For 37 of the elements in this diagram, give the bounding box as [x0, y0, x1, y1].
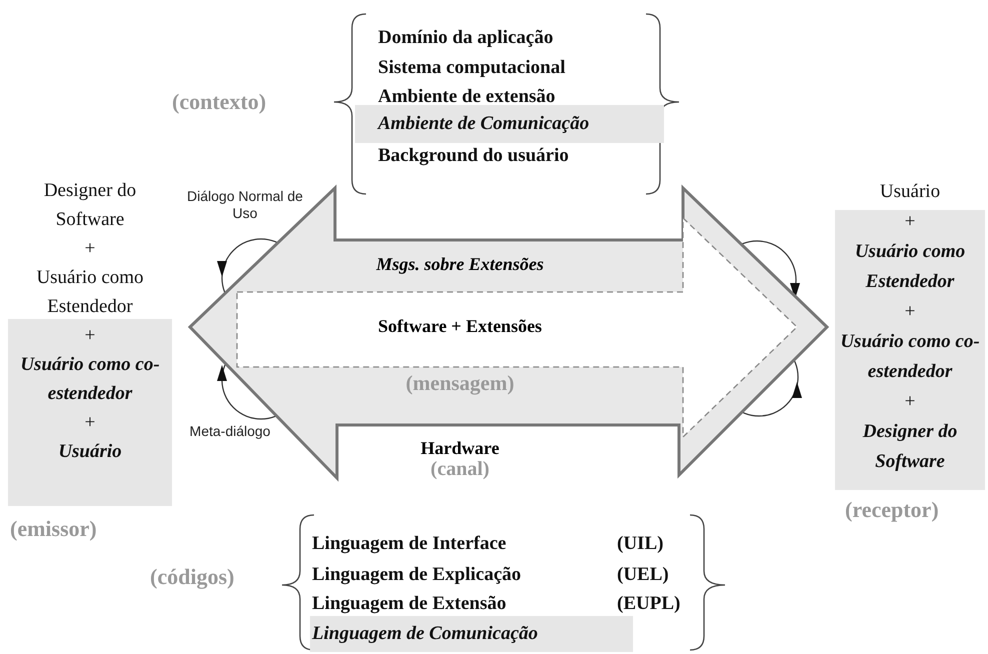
participant-label: Usuário como co-estendedor: [839, 330, 981, 384]
code-item: Linguagem de Explicação: [312, 563, 522, 587]
group-caption: (contexto): [172, 88, 266, 116]
participant-label: Designer do Software: [862, 420, 958, 474]
plus-sign: +: [84, 324, 96, 348]
role-caption: (emissor): [10, 516, 97, 542]
plus-sign: +: [904, 210, 916, 234]
code-item: Linguagem de Comunicação: [310, 616, 633, 652]
code-item: Linguagem de Interface: [312, 532, 506, 556]
code-item: Linguagem de Extensão: [312, 592, 506, 616]
code-abbreviation: (UIL): [617, 532, 664, 556]
message-text: Software + Extensões: [377, 315, 543, 337]
role-caption: (receptor): [845, 497, 939, 523]
channel-text: Hardware: [420, 438, 500, 458]
participant-label: Usuário como Estendedor: [35, 266, 145, 319]
participant-label: Usuário como Estendedor: [854, 240, 966, 294]
channel-text: Msgs. sobre Extensões: [375, 253, 545, 275]
plus-sign: +: [904, 390, 916, 414]
context-item: Background do usuário: [378, 144, 569, 168]
group-caption: (códigos): [150, 563, 234, 591]
double-arrow-shape: [186, 184, 832, 482]
message-caption: (mensagem): [404, 370, 516, 396]
plus-sign: +: [904, 300, 916, 324]
participant-label: Usuário: [57, 440, 123, 464]
channel-caption: (canal): [430, 459, 490, 479]
context-item: Ambiente de Comunicação: [355, 105, 664, 143]
dialog-label: Diálogo Normal de Uso: [186, 188, 304, 222]
code-abbreviation: (EUPL): [617, 592, 680, 616]
context-item: Domínio da aplicação: [378, 26, 554, 50]
dialog-label: Meta-diálogo: [188, 423, 272, 440]
participant-label: Designer do Software: [42, 179, 138, 232]
participant-label: Usuário como co-estendedor: [19, 353, 161, 406]
plus-sign: +: [84, 411, 96, 435]
plus-sign: +: [84, 237, 96, 261]
code-abbreviation: (UEL): [617, 563, 669, 587]
context-item: Sistema computacional: [378, 56, 566, 80]
participant-label: Usuário: [878, 180, 942, 204]
